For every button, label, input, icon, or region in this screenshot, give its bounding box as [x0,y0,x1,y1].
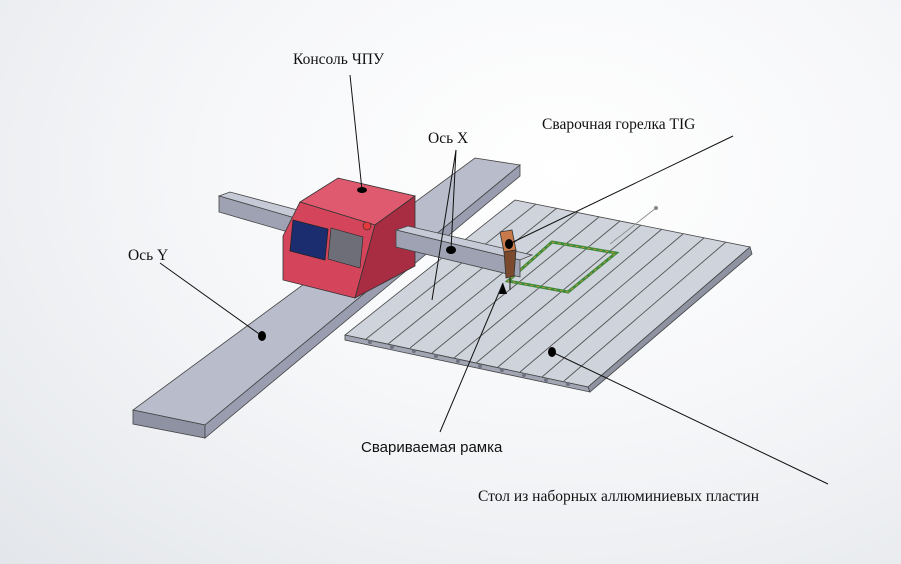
callout-leaders [159,74,829,485]
label-cnc-console: Консоль ЧПУ [293,51,384,68]
label-plate-table: Стол из наборных аллюминиевых пластин [478,488,759,505]
carriage-rear-beam [217,191,307,235]
label-axis-x: Ось X [428,130,469,147]
y-axis-rail [132,157,521,439]
plate-table [344,199,753,393]
callout-anchors [258,187,556,357]
label-welded-frame: Свариваемая рамка [361,439,503,456]
label-tig-torch: Сварочная горелка TIG [542,116,696,133]
x-axis-beam [394,225,534,278]
cnc-console [282,177,416,299]
label-axis-y: Ось Y [128,247,169,264]
welded-frame [504,240,620,294]
